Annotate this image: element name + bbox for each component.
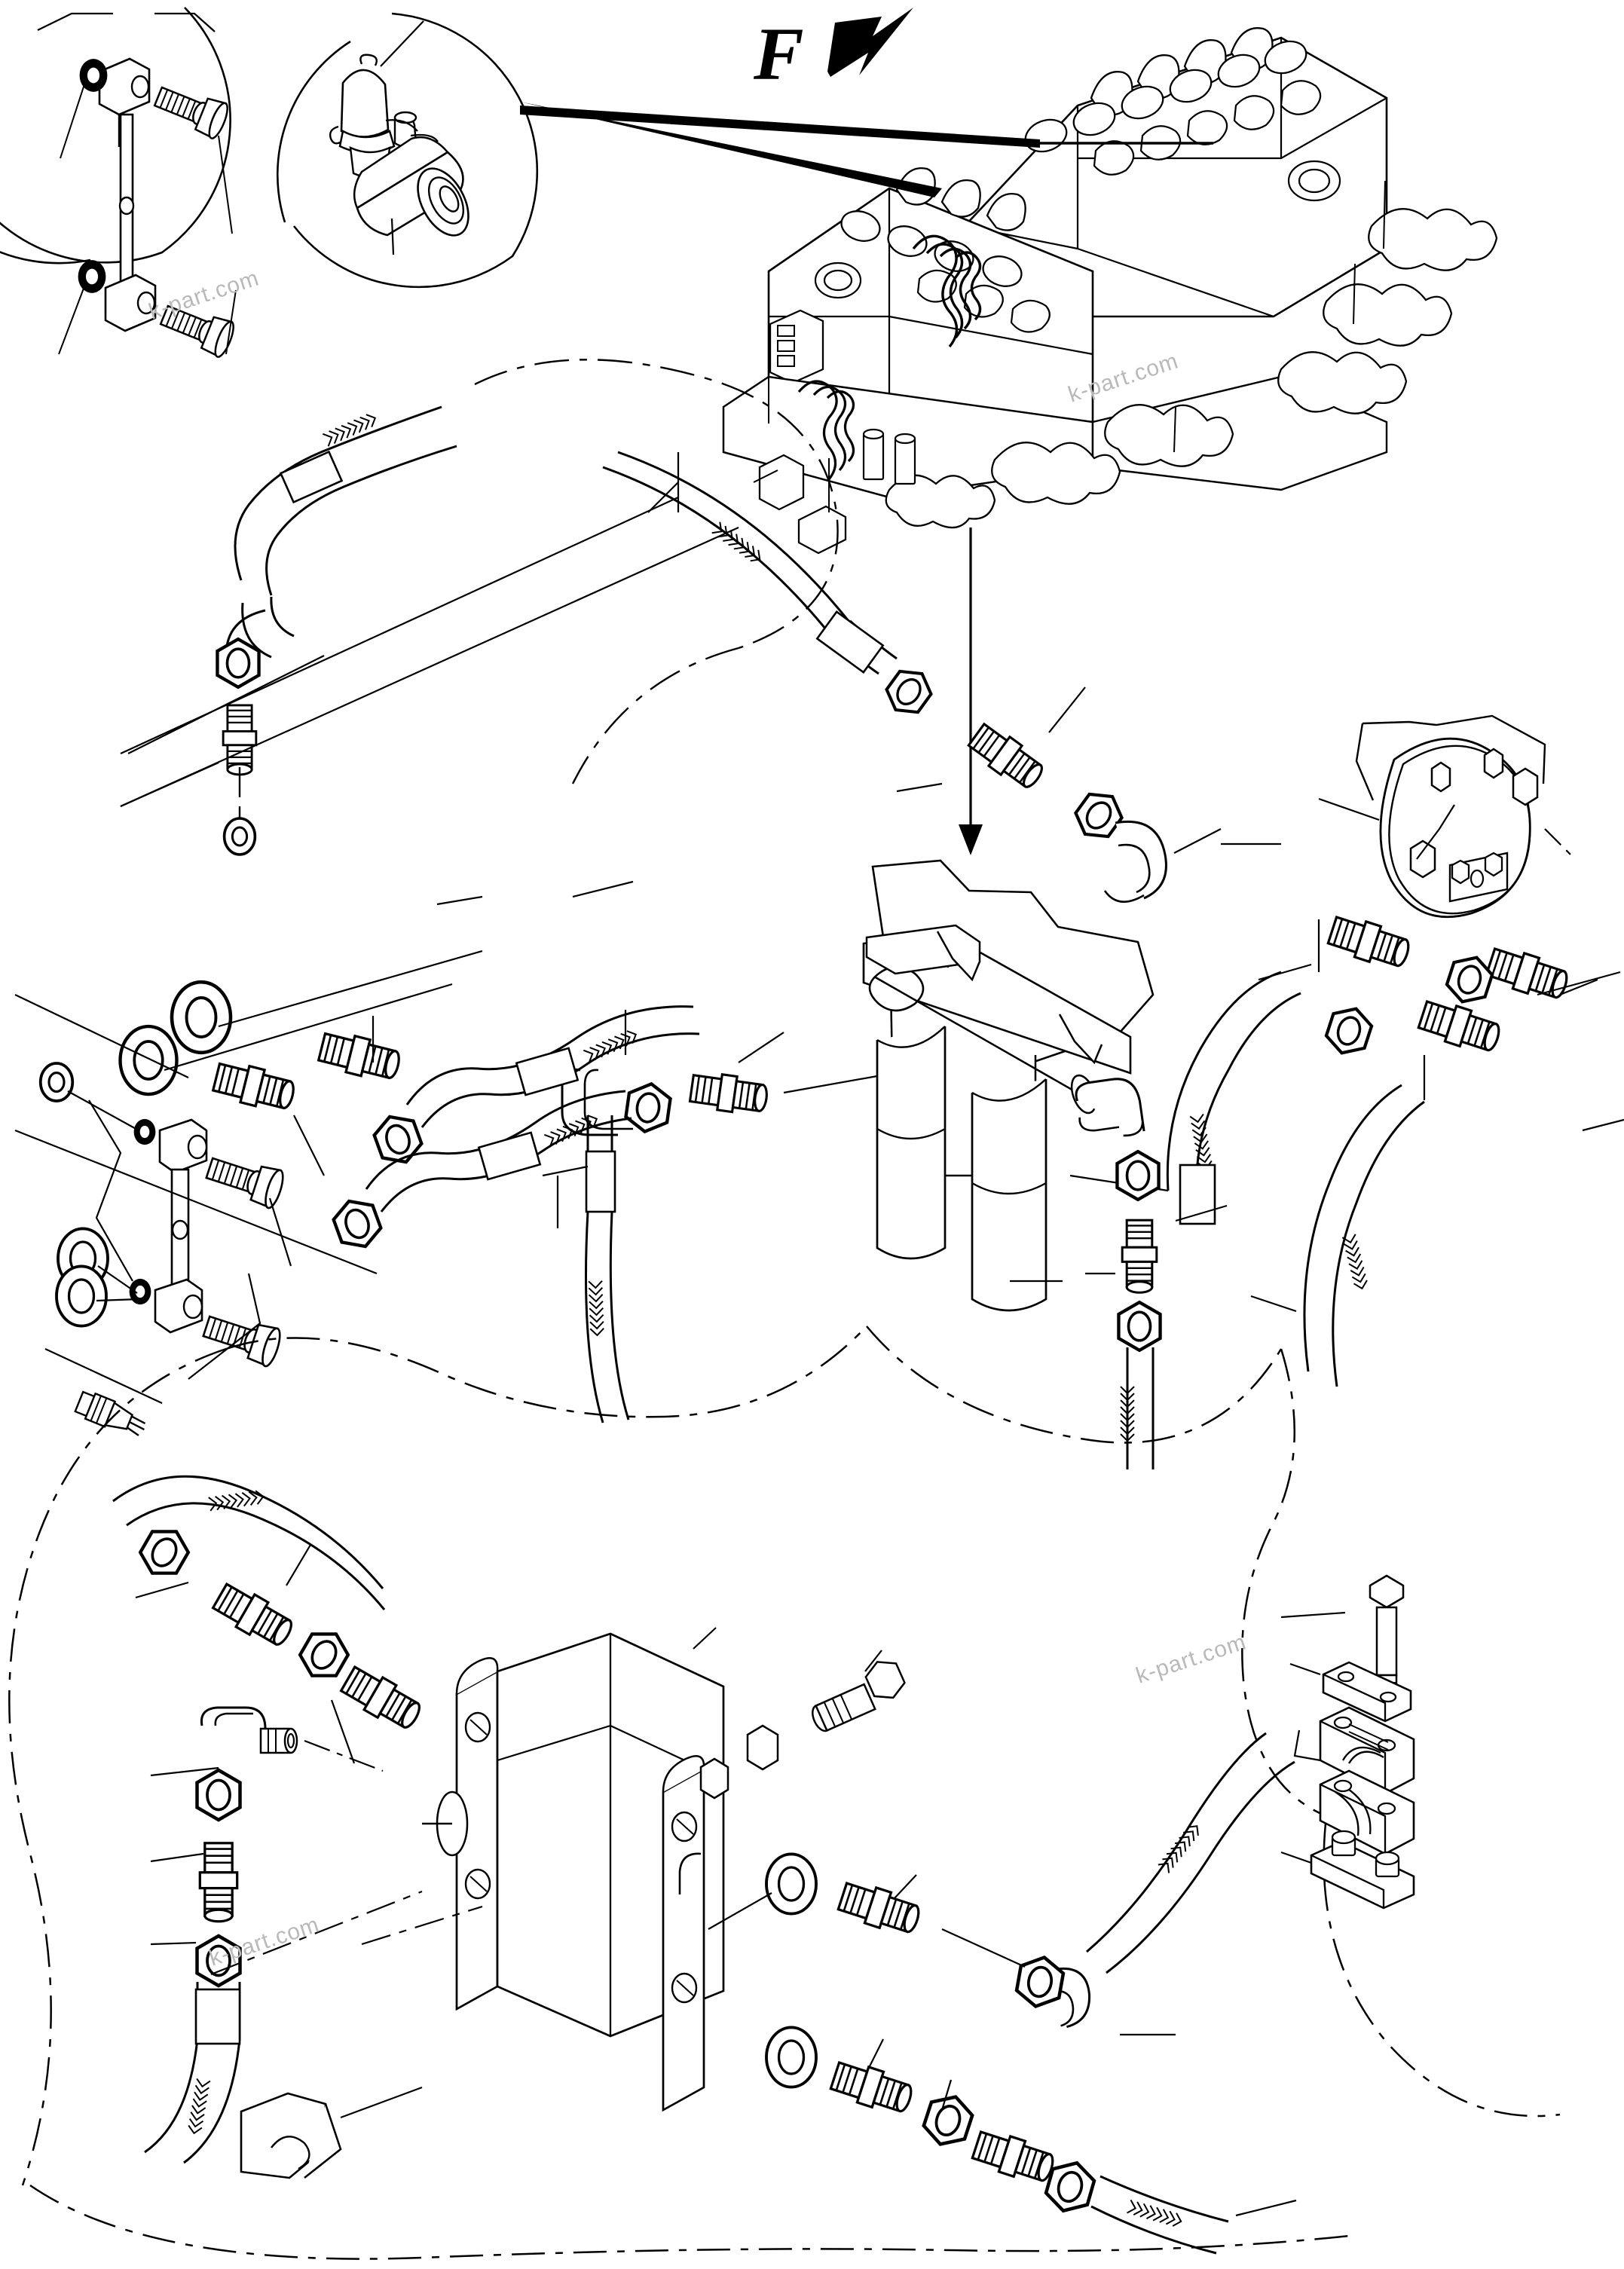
aux-construction-lines: [436, 782, 1624, 1132]
hose-assembly-upper-middle: [602, 451, 1222, 903]
hose-assembly-top-left: [120, 405, 457, 856]
cooler-washer-2: [765, 2026, 818, 2089]
machine-envelope-outline: [8, 1326, 1561, 2260]
cooler-block-assembly: [210, 1627, 1059, 2188]
hex-bolt-cooler: [812, 1661, 906, 1732]
seal-washer-5: [55, 1264, 108, 1328]
banjo-bolt-detail-2: [156, 296, 238, 360]
engine-callout-pointers: [520, 102, 1213, 197]
detail-circle-a: [0, 7, 238, 360]
banjo-bolt-detail-1: [150, 78, 232, 142]
nipple-cooler-2: [827, 2056, 917, 2119]
elbow-lower-right: [1054, 1967, 1090, 2029]
hose-assembly-lower-left: [112, 1475, 427, 1764]
nipple-mid-1: [965, 719, 1050, 795]
nipple-filter-in: [688, 1069, 770, 1118]
fuel-filter-stack: [783, 859, 1155, 1312]
hose-pair-middle-left: [329, 1005, 700, 1254]
nipple-lower-left-1: [209, 1578, 298, 1653]
cooler-washer-1: [765, 1852, 818, 1916]
mount-flange-assembly: [1318, 714, 1576, 919]
banjo-block: [154, 1118, 208, 1334]
banjo-assembly-left: [14, 949, 483, 1436]
clamp-half-upper: [1319, 1706, 1415, 1795]
panel-outline-upper: [474, 359, 839, 784]
pipe-clamp-stack: [1280, 1574, 1415, 1910]
nipple-filter-out: [1121, 1219, 1158, 1294]
filter-outlet-elbow: [1075, 1078, 1228, 1469]
banjo-oring-1: [133, 1118, 156, 1145]
banjo-bolt-1: [202, 1148, 288, 1211]
seal-washer-3: [38, 1062, 75, 1102]
section-arrow-icon: [827, 8, 913, 77]
banjo-oring-2: [129, 1278, 151, 1305]
nipple-left-2: [210, 1057, 298, 1116]
priming-pump: [329, 54, 469, 237]
nipple-flange-1: [1325, 911, 1415, 974]
filter-inlet-elbow: [542, 1032, 784, 1423]
clamp-half-lower: [1319, 1769, 1415, 1855]
clamp-cover-plate: [1322, 1661, 1412, 1723]
bracket-plate-bottom-left: [240, 2086, 423, 2179]
nipple-top-left: [222, 704, 258, 776]
nipple-flange-2: [1483, 943, 1573, 1005]
hose-assembly-right-2: [1250, 1084, 1425, 1387]
hose-assembly-bottom-left: [144, 1706, 384, 2164]
washer-top-left: [222, 817, 257, 856]
nipple-lower-left-2: [337, 1661, 427, 1735]
hose-assembly-bottom-right: [1043, 2157, 1297, 2255]
nipple-cooler-3: [969, 2126, 1059, 2188]
banjo-block-detail: [98, 57, 157, 332]
engine-block-assembly: [722, 27, 1498, 555]
nipple-bottom-left: [198, 1842, 239, 1923]
flow-arrow-down: [959, 527, 983, 855]
seal-washer-1: [121, 1026, 177, 1094]
section-letter-f: F: [754, 12, 804, 96]
nipple-flange-3: [1415, 995, 1505, 1058]
seal-washer-2: [172, 982, 231, 1053]
nipple-left-1: [316, 1027, 404, 1086]
seal-washer-detail-2: [78, 260, 106, 293]
reference-lines: [120, 452, 739, 808]
clamp-base-plate: [1310, 1830, 1415, 1910]
detail-circle-b: [277, 12, 539, 289]
nipple-cooler-1: [835, 1877, 925, 1940]
hose-assembly-lower-right: [678, 1732, 1295, 2036]
drain-cock: [74, 1390, 146, 1436]
